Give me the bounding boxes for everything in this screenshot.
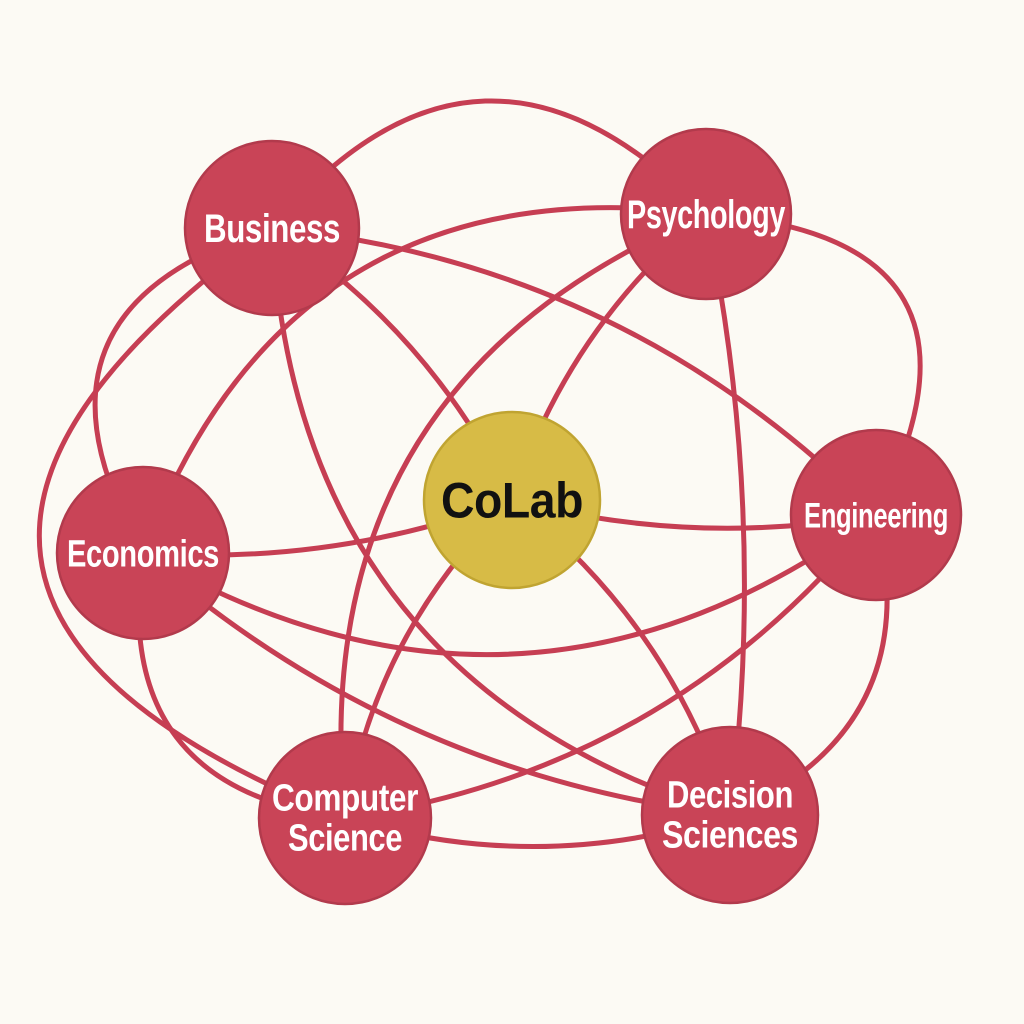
engineering-label: Engineering: [804, 496, 948, 535]
decision-sciences-label: Sciences: [662, 814, 798, 856]
computer-science-label: Science: [288, 817, 402, 859]
computer-science-circle: [257, 730, 433, 906]
psychology-circle: [619, 127, 793, 301]
decision-sciences-label: Decision: [667, 774, 793, 816]
business-circle: [183, 139, 361, 317]
node-engineering: Engineering: [789, 428, 963, 602]
node-business: Business: [183, 139, 361, 317]
edge-economics-engineering: [140, 512, 879, 658]
economics-circle: [55, 465, 231, 641]
colab-circle: [422, 410, 602, 590]
edge-business-engineering: [269, 225, 879, 518]
edge-decision-sciences-economics: [140, 550, 733, 818]
node-colab: CoLab: [422, 410, 602, 590]
business-label: Business: [204, 207, 340, 251]
engineering-circle: [789, 428, 963, 602]
edge-business-computer-science: [36, 225, 348, 821]
edge-economics-psychology: [140, 205, 709, 556]
economics-label: Economics: [67, 533, 219, 575]
edge-business-decision-sciences: [269, 225, 733, 818]
decision-sciences-circle: [640, 725, 820, 905]
edge-psychology-computer-science: [338, 211, 709, 821]
psychology-label: Psychology: [627, 193, 786, 237]
edge-engineering-computer-science: [342, 512, 879, 821]
edge-psychology-decision-sciences: [703, 211, 747, 818]
colab-label: CoLab: [441, 473, 583, 529]
node-economics: Economics: [55, 465, 231, 641]
node-psychology: Psychology: [619, 127, 793, 301]
computer-science-label: Computer: [272, 777, 419, 819]
